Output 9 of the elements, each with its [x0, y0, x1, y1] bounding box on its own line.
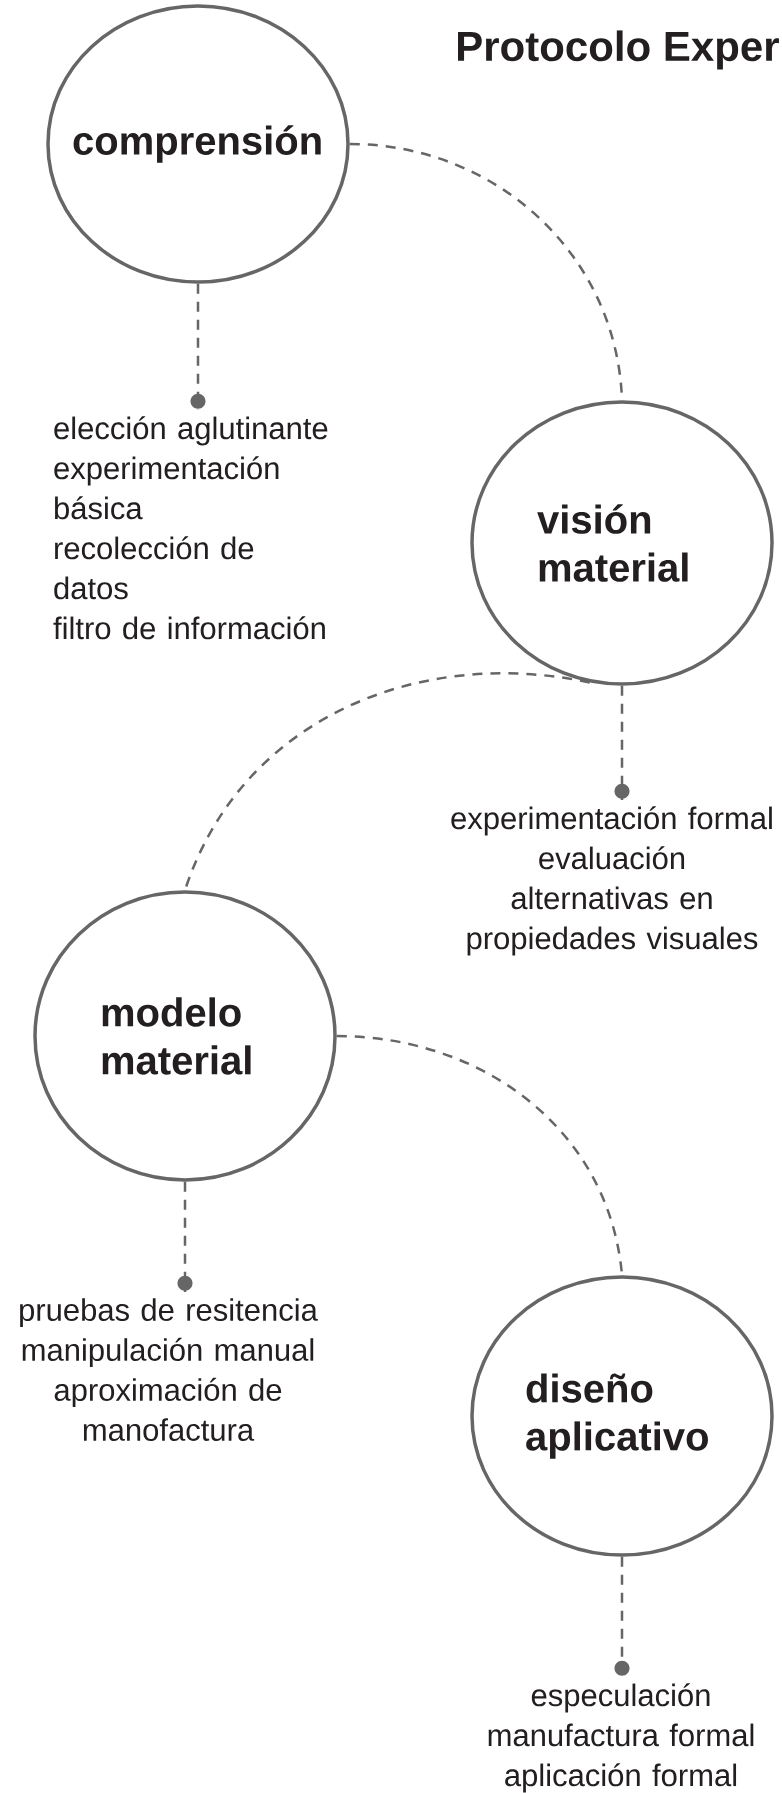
item-list: elección aglutinante experimentación básica recolección de datos filtro de información	[53, 416, 328, 640]
leader-line	[190, 283, 206, 410]
leader-line	[177, 1181, 193, 1292]
leader-line	[614, 1556, 630, 1677]
item-list: experimentación formal evaluación alternativas en propiedades visuales	[451, 806, 772, 956]
leader-line	[614, 685, 630, 800]
item-list: pruebas de resitencia manipulación manual aproximación de manofactura	[20, 1298, 318, 1441]
title: Protocolo Exper	[458, 30, 779, 70]
item-list: especulación manufactura formal aplicación formal	[488, 1683, 754, 1793]
